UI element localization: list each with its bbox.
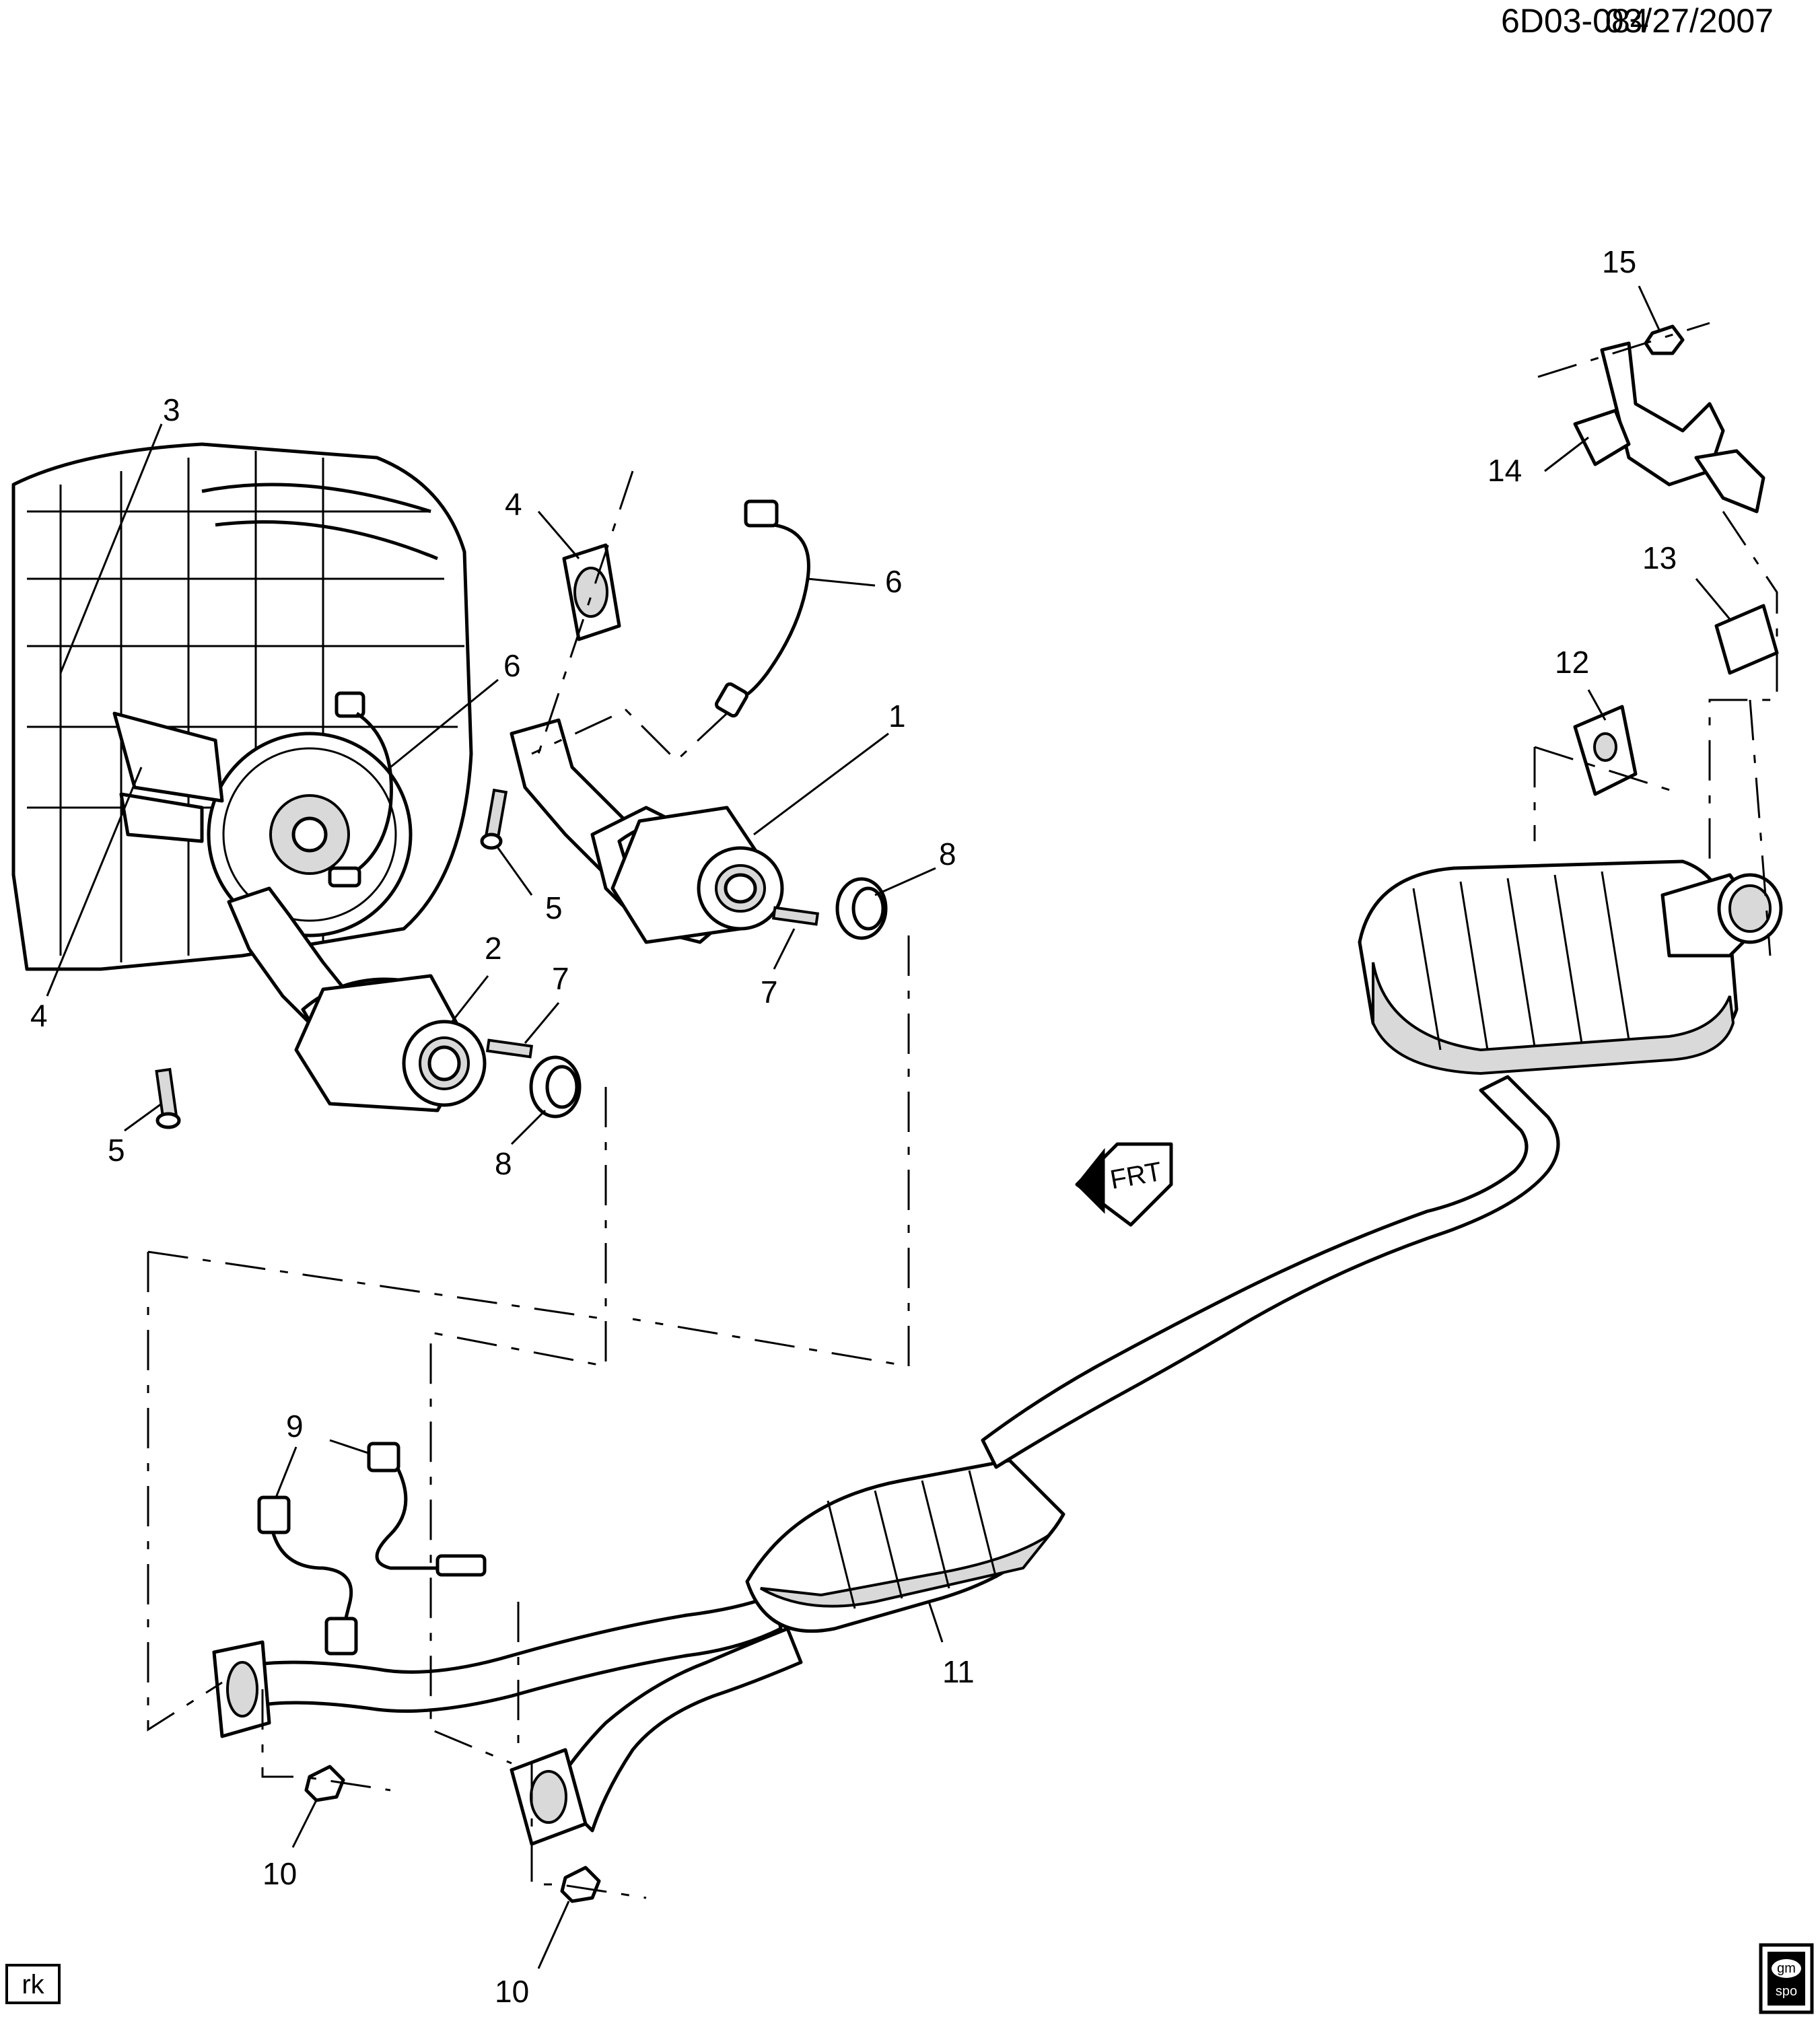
- callout-4-shield: 4: [30, 998, 48, 1033]
- catalytic-converter-right: [510, 718, 784, 944]
- oxygen-sensor-downstream: [257, 1442, 487, 1656]
- stud-right: [771, 906, 820, 926]
- bolt-right: [480, 788, 508, 850]
- front-direction-arrow: FRT: [1075, 1142, 1173, 1227]
- diagram-date: 03/27/2007: [1605, 2, 1774, 40]
- callout-5-right: 5: [545, 890, 563, 925]
- callout-7-left: 7: [552, 961, 569, 996]
- callout-labels: 1 2 3 4 4 5 5 6 6 7 7 8 8 9 10 10 11 12 …: [30, 244, 1677, 2009]
- bolt-left: [155, 1067, 181, 1129]
- flange-nut-right: [560, 1866, 601, 1903]
- callout-8-right: 8: [939, 837, 956, 872]
- front-exhaust-pipe: [212, 1075, 1560, 1846]
- callout-12: 12: [1555, 645, 1589, 680]
- engine-assembly: [11, 442, 473, 971]
- exhaust-bracket: [1573, 341, 1765, 513]
- seal-ring-right: [835, 877, 888, 940]
- logo-line-2: spo: [1776, 1984, 1797, 1999]
- callout-14: 14: [1488, 453, 1522, 488]
- assembly-lines: [147, 322, 1778, 1899]
- callout-10-left: 10: [262, 1856, 297, 1891]
- callout-8-left: 8: [495, 1146, 512, 1181]
- callout-6-upper: 6: [885, 564, 903, 599]
- callout-3: 3: [163, 392, 180, 427]
- callout-4-gasket: 4: [505, 487, 522, 522]
- gm-spo-logo: gm spo: [1759, 1943, 1814, 2014]
- logo-line-1: gm: [1777, 1961, 1796, 1976]
- callout-11: 11: [942, 1654, 975, 1689]
- seal-ring-left: [529, 1055, 582, 1119]
- oxygen-sensor-upper: [714, 499, 810, 718]
- artist-initials: rk: [22, 1970, 44, 1999]
- callout-9: 9: [286, 1409, 304, 1444]
- callout-13: 13: [1642, 540, 1677, 575]
- leader-lines: [46, 285, 1731, 1969]
- hanger-bushing: [1714, 604, 1779, 675]
- stud-left: [485, 1038, 534, 1059]
- diagram-code: 6D03-084: [1501, 2, 1649, 40]
- artist-initials-box: rk: [5, 1964, 61, 2004]
- callout-10-right: 10: [495, 1974, 529, 2009]
- catalytic-converter-left: [227, 886, 487, 1112]
- callout-1: 1: [888, 699, 906, 734]
- rear-muffler: [1358, 859, 1783, 1075]
- callout-7-right: 7: [761, 975, 778, 1010]
- callout-2: 2: [485, 931, 502, 966]
- oxygen-sensor-engine: [328, 691, 393, 888]
- callout-6-engine: 6: [503, 648, 521, 683]
- manifold-gasket: [562, 543, 621, 641]
- callout-15: 15: [1602, 244, 1636, 279]
- bracket-nut: [1644, 324, 1685, 355]
- exhaust-insulator: [1573, 705, 1638, 796]
- diagram-header: 6D03-084 03/27/2007: [1501, 2, 1774, 40]
- flange-nut-left: [304, 1765, 345, 1802]
- callout-5-left: 5: [108, 1133, 125, 1168]
